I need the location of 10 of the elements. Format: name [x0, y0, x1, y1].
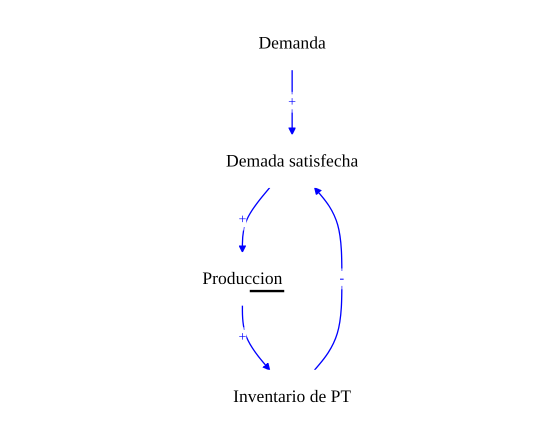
edge-label: - [339, 270, 344, 286]
node-text: Inventario de PT [232, 386, 351, 406]
arrow [241, 305, 270, 371]
edge-label: + [288, 94, 296, 110]
node-text: Demada satisfecha [226, 151, 358, 171]
edge-label: + [238, 212, 246, 228]
edge-label: + [238, 330, 246, 345]
node-text: Demanda [258, 34, 326, 54]
arrow [314, 187, 342, 371]
node-text: Produccion [202, 269, 282, 289]
